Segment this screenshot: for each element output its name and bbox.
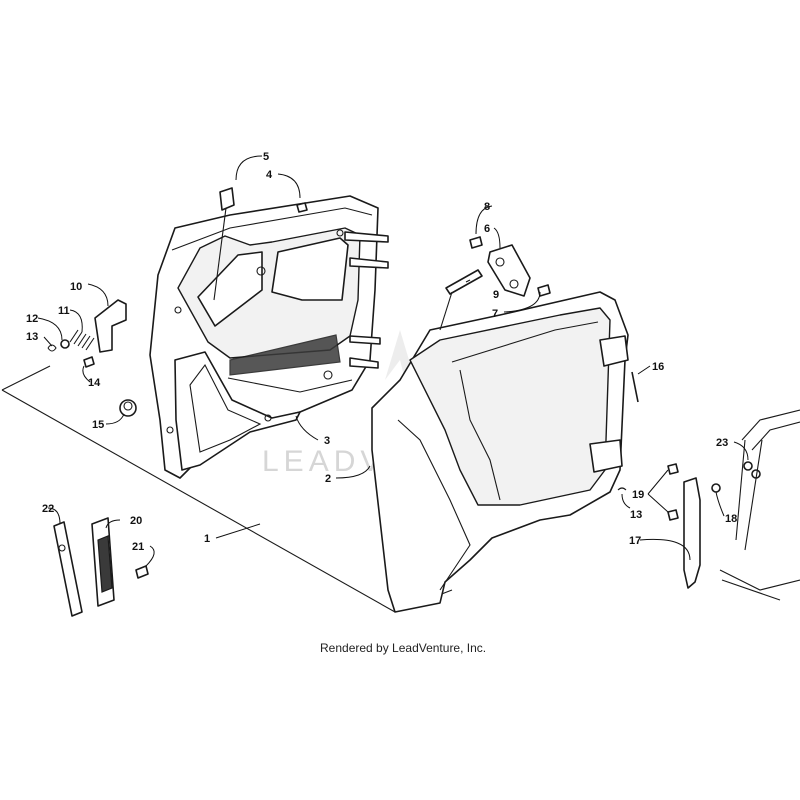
callout-23: 23 [716, 437, 728, 449]
callout-14: 14 [88, 377, 101, 389]
callout-3: 3 [324, 435, 330, 447]
callout-11: 11 [58, 305, 70, 317]
latch-screw-lower [537, 284, 551, 297]
adjustment-tool [53, 521, 83, 617]
callout-labels: 1 2 3 4 5 6 7 8 9 10 11 12 13 13 14 15 1… [26, 151, 737, 553]
callout-13-right: 13 [630, 509, 642, 521]
washer [60, 339, 70, 349]
clip-screw [296, 202, 308, 213]
latch-spring [69, 329, 95, 351]
leader-lines [37, 155, 749, 567]
trim-clip [91, 517, 115, 607]
callout-20: 20 [130, 515, 142, 527]
door-striker [683, 477, 701, 589]
bumper [119, 399, 137, 417]
callout-7: 7 [492, 308, 498, 320]
callout-12: 12 [26, 313, 38, 325]
latch-pin [439, 269, 483, 331]
clip-screw-lower [135, 565, 149, 579]
door-latch [487, 244, 531, 297]
upper-clip [213, 187, 235, 301]
latch-bracket [94, 299, 127, 353]
callout-5: 5 [263, 151, 269, 163]
striker-bolts [667, 463, 679, 521]
left-inner-door-panel [149, 195, 389, 479]
retaining-clip-left [47, 344, 57, 352]
callout-15: 15 [92, 419, 104, 431]
vehicle-frame [719, 409, 800, 601]
striker-nuts-upper [743, 461, 761, 479]
callout-13: 13 [26, 331, 38, 343]
callout-9: 9 [493, 289, 499, 301]
callout-2: 2 [325, 473, 331, 485]
callout-10: 10 [70, 281, 82, 293]
hinge-pin [631, 371, 639, 403]
callout-1: 1 [204, 533, 210, 545]
footer-credit: Rendered by LeadVenture, Inc. [320, 641, 486, 655]
callout-21: 21 [132, 541, 144, 553]
striker-nut [711, 483, 721, 493]
callout-8: 8 [484, 201, 490, 213]
callout-19: 19 [632, 489, 644, 501]
retaining-clip-right [617, 487, 627, 491]
callout-6: 6 [484, 223, 490, 235]
latch-screw-upper [469, 236, 483, 249]
callout-16: 16 [652, 361, 664, 373]
callout-22: 22 [42, 503, 54, 515]
right-outer-door-panel [371, 291, 629, 613]
callout-17: 17 [629, 535, 641, 547]
bracket-screw [83, 356, 95, 368]
callout-18: 18 [725, 513, 737, 525]
callout-4: 4 [266, 169, 273, 181]
